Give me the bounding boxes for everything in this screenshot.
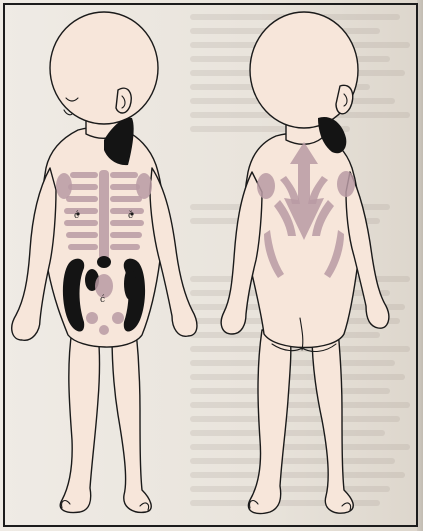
- figure-frame: [3, 3, 418, 527]
